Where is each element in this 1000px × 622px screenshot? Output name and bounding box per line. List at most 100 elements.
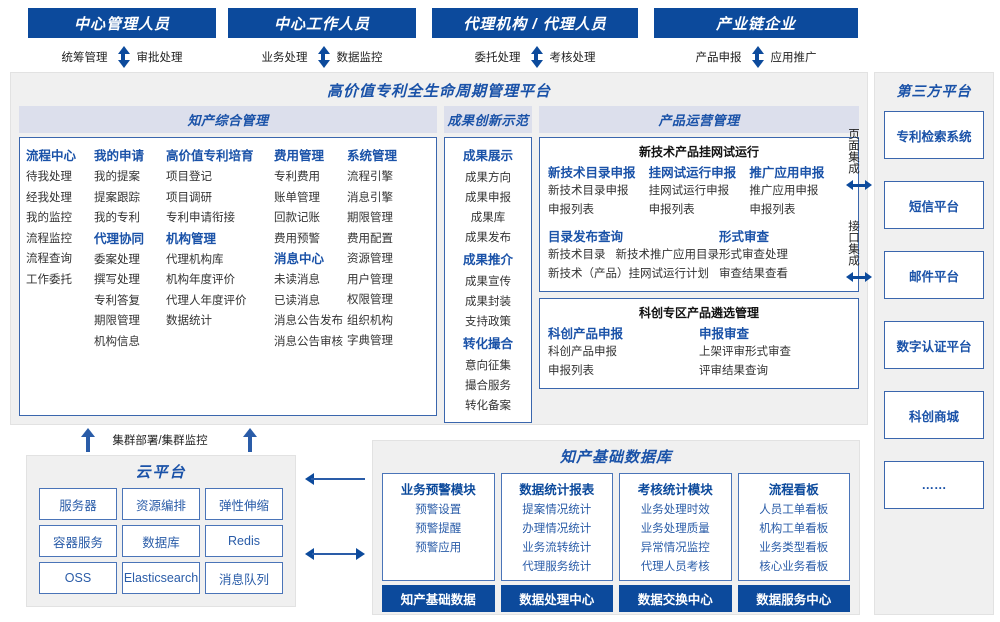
database-card-item[interactable]: 预警提醒 [415, 523, 462, 535]
menu-group-header[interactable]: 代理协同 [94, 231, 145, 246]
menu-item[interactable]: 新技术目录 [548, 249, 606, 261]
menu-item[interactable]: 工作委托 [26, 273, 72, 286]
cloud-service-cell[interactable]: OSS [39, 562, 117, 594]
database-card-item[interactable]: 机构工单看板 [759, 523, 829, 535]
menu-item[interactable]: 流程监控 [26, 232, 72, 245]
menu-item[interactable]: 专利费用 [274, 171, 320, 183]
menu-item[interactable]: 意向征集 [465, 360, 511, 372]
database-card-item[interactable]: 办理情况统计 [522, 523, 592, 535]
menu-item[interactable]: 申报列表 [648, 204, 695, 216]
database-footer-button[interactable]: 数据服务中心 [737, 585, 850, 612]
menu-item[interactable]: 转化备案 [465, 400, 511, 412]
database-card-item[interactable]: 业务流转统计 [522, 542, 592, 554]
database-footer-button[interactable]: 数据处理中心 [500, 585, 613, 612]
menu-item[interactable]: 挂网试运行申报 [648, 185, 730, 197]
menu-item[interactable]: 审查结果查看 [719, 268, 788, 280]
menu-item[interactable]: 费用配置 [347, 232, 393, 245]
menu-group-header[interactable]: 我的申请 [94, 149, 145, 163]
menu-group-header[interactable]: 高价值专利培育 [166, 149, 254, 163]
menu-item[interactable]: 申报列表 [548, 204, 594, 216]
third-party-item[interactable]: …… [884, 461, 984, 509]
third-party-item[interactable]: 数字认证平台 [884, 321, 984, 369]
menu-item[interactable]: 成果方向 [465, 172, 511, 184]
database-card-item[interactable]: 预警应用 [415, 542, 462, 554]
menu-item[interactable]: 经我处理 [26, 191, 72, 204]
menu-item[interactable]: 消息公告审核 [274, 335, 343, 348]
menu-item[interactable]: 字典管理 [347, 335, 393, 347]
menu-item[interactable]: 成果宣传 [465, 276, 511, 288]
menu-item[interactable]: 项目调研 [166, 191, 212, 204]
menu-item[interactable]: 委案处理 [94, 253, 140, 266]
menu-group-header[interactable]: 申报审查 [699, 327, 750, 341]
menu-item[interactable]: 代理人年度评价 [166, 294, 247, 307]
cloud-service-cell[interactable]: Elasticsearch [122, 562, 200, 594]
database-card-item[interactable]: 提案情况统计 [522, 504, 592, 516]
menu-group-header[interactable]: 流程中心 [26, 149, 77, 163]
third-party-item[interactable]: 短信平台 [884, 181, 984, 229]
menu-item[interactable]: 成果封装 [465, 296, 511, 308]
menu-group-header[interactable]: 推广应用申报 [749, 166, 825, 180]
menu-item[interactable]: 形式审查处理 [719, 249, 788, 261]
third-party-item[interactable]: 邮件平台 [884, 251, 984, 299]
menu-item[interactable]: 申报列表 [749, 204, 796, 216]
menu-item[interactable]: 权限管理 [347, 294, 393, 306]
menu-group-header[interactable]: 科创产品申报 [548, 327, 624, 341]
menu-item[interactable]: 专利答复 [94, 294, 140, 307]
menu-group-header[interactable]: 目录发布查询 [548, 230, 624, 244]
menu-item[interactable]: 新技术目录申报 [548, 185, 629, 197]
menu-item[interactable]: 新技术推广应用目录 [615, 249, 720, 261]
menu-item[interactable]: 待我处理 [26, 171, 72, 183]
menu-item[interactable]: 支持政策 [465, 316, 511, 328]
menu-group-header[interactable]: 成果展示 [462, 149, 513, 163]
menu-item[interactable]: 资源管理 [347, 253, 393, 265]
menu-item[interactable]: 申报列表 [548, 365, 594, 377]
menu-item[interactable]: 评审结果查询 [699, 365, 768, 377]
cloud-service-cell[interactable]: 数据库 [122, 525, 200, 557]
menu-item[interactable]: 我的监控 [26, 212, 72, 224]
menu-item[interactable]: 新技术（产品）挂网试运行计划 [548, 268, 709, 280]
menu-group-header[interactable]: 费用管理 [274, 149, 325, 163]
database-card-item[interactable]: 异常情况监控 [640, 542, 710, 554]
menu-item[interactable]: 撮合服务 [465, 380, 511, 392]
database-card-item[interactable]: 核心业务看板 [759, 561, 829, 573]
menu-group-header[interactable]: 成果推介 [462, 253, 513, 267]
database-card-item[interactable]: 预警设置 [415, 504, 462, 516]
menu-item[interactable]: 成果库 [470, 212, 506, 224]
menu-item[interactable]: 用户管理 [347, 273, 393, 286]
menu-item[interactable]: 我的提案 [94, 171, 140, 183]
menu-item[interactable]: 未读消息 [274, 274, 320, 286]
menu-item[interactable]: 账单管理 [274, 191, 320, 204]
database-card-item[interactable]: 业务处理时效 [640, 504, 710, 516]
menu-item[interactable]: 专利申请衔接 [166, 212, 235, 224]
menu-item[interactable]: 科创产品申报 [548, 346, 617, 358]
menu-item[interactable]: 我的专利 [94, 212, 140, 224]
cloud-service-cell[interactable]: Redis [205, 525, 283, 557]
menu-item[interactable]: 提案跟踪 [94, 191, 140, 204]
menu-item[interactable]: 流程查询 [26, 253, 72, 265]
menu-item[interactable]: 流程引擎 [347, 171, 393, 183]
menu-item[interactable]: 撰写处理 [94, 274, 140, 286]
menu-item[interactable]: 回款记账 [274, 212, 320, 224]
menu-item[interactable]: 组织机构 [347, 314, 393, 327]
menu-item[interactable]: 成果申报 [465, 192, 511, 204]
database-card-item[interactable]: 代理服务统计 [522, 561, 592, 573]
third-party-item[interactable]: 专利检索系统 [884, 111, 984, 159]
database-footer-button[interactable]: 数据交换中心 [619, 585, 732, 612]
menu-item[interactable]: 费用预警 [274, 232, 320, 245]
menu-item[interactable]: 上架评审形式审查 [699, 346, 791, 358]
menu-item[interactable]: 机构信息 [94, 335, 140, 348]
menu-item[interactable]: 已读消息 [274, 294, 320, 307]
menu-group-header[interactable]: 机构管理 [166, 231, 217, 246]
database-card-item[interactable]: 业务类型看板 [759, 542, 829, 554]
menu-group-header[interactable]: 新技术目录申报 [548, 166, 636, 180]
menu-item[interactable]: 项目登记 [166, 171, 212, 183]
menu-group-header[interactable]: 转化撮合 [462, 337, 513, 351]
database-footer-button[interactable]: 知产基础数据 [382, 585, 495, 612]
cloud-service-cell[interactable]: 资源编排 [122, 488, 200, 520]
menu-group-header[interactable]: 系统管理 [347, 149, 398, 163]
menu-item[interactable]: 期限管理 [347, 212, 393, 224]
menu-item[interactable]: 机构年度评价 [166, 274, 235, 286]
menu-item[interactable]: 推广应用申报 [749, 185, 819, 197]
menu-item[interactable]: 成果发布 [465, 232, 511, 244]
cloud-service-cell[interactable]: 消息队列 [205, 562, 283, 594]
